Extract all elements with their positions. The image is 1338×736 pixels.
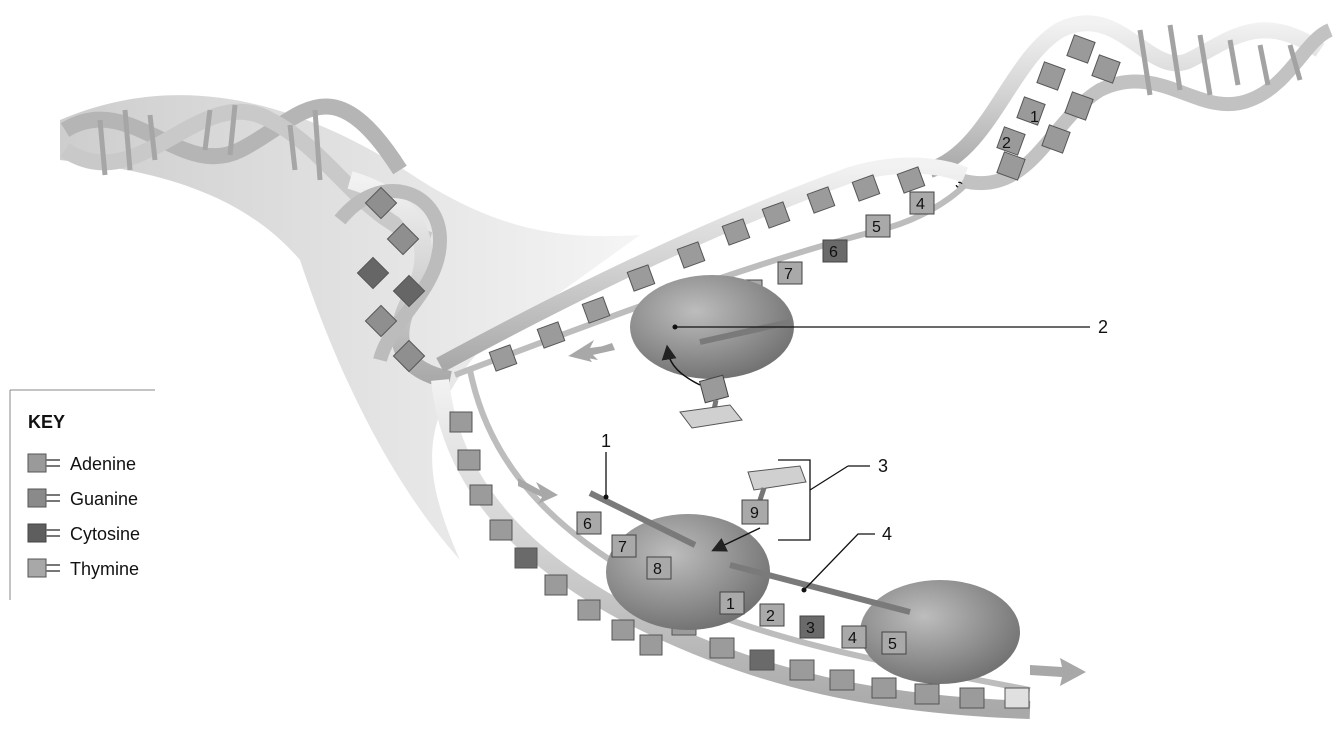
lower-number-5: 5: [888, 636, 897, 653]
parent-helix-right: 1 2 3: [930, 23, 1330, 192]
key-label-guanine: Guanine: [70, 489, 138, 509]
key-item-adenine: Adenine: [28, 454, 136, 474]
callout-1-dot: [604, 495, 609, 500]
key-item-thymine: Thymine: [28, 559, 139, 579]
callout-2: 2: [1098, 317, 1108, 337]
callout-4: 4: [882, 524, 892, 544]
lower-direction-arrow-right: [1030, 658, 1086, 686]
lower-number-7: 7: [618, 539, 627, 556]
upper-number-6: 6: [829, 244, 838, 261]
key-item-guanine: Guanine: [28, 489, 138, 509]
lower-number-9: 9: [750, 505, 759, 522]
key-label-thymine: Thymine: [70, 559, 139, 579]
key-legend: KEY Adenine Guanine Cytosine Thymine: [10, 390, 155, 600]
free-nucleotide-upper: [680, 375, 742, 428]
lower-number-8: 8: [653, 561, 662, 578]
callout-3: 3: [878, 456, 888, 476]
right-helix-number-1: 1: [1030, 109, 1039, 126]
lower-number-6: 6: [583, 516, 592, 533]
upper-number-7: 7: [784, 266, 793, 283]
key-title: KEY: [28, 412, 65, 432]
key-label-cytosine: Cytosine: [70, 524, 140, 544]
callout-4-line: [804, 534, 875, 590]
lower-number-4: 4: [848, 630, 857, 647]
key-item-cytosine: Cytosine: [28, 524, 140, 544]
callout-4-dot: [802, 588, 807, 593]
callout-1: 1: [601, 431, 611, 451]
lower-number-2: 2: [766, 608, 775, 625]
callout-3-line: [810, 466, 848, 490]
key-label-adenine: Adenine: [70, 454, 136, 474]
right-helix-number-2: 2: [1002, 135, 1011, 152]
upper-number-4: 4: [916, 196, 925, 213]
lower-number-3: 3: [806, 620, 815, 637]
lower-number-1: 1: [726, 596, 735, 613]
upper-number-5: 5: [872, 219, 881, 236]
